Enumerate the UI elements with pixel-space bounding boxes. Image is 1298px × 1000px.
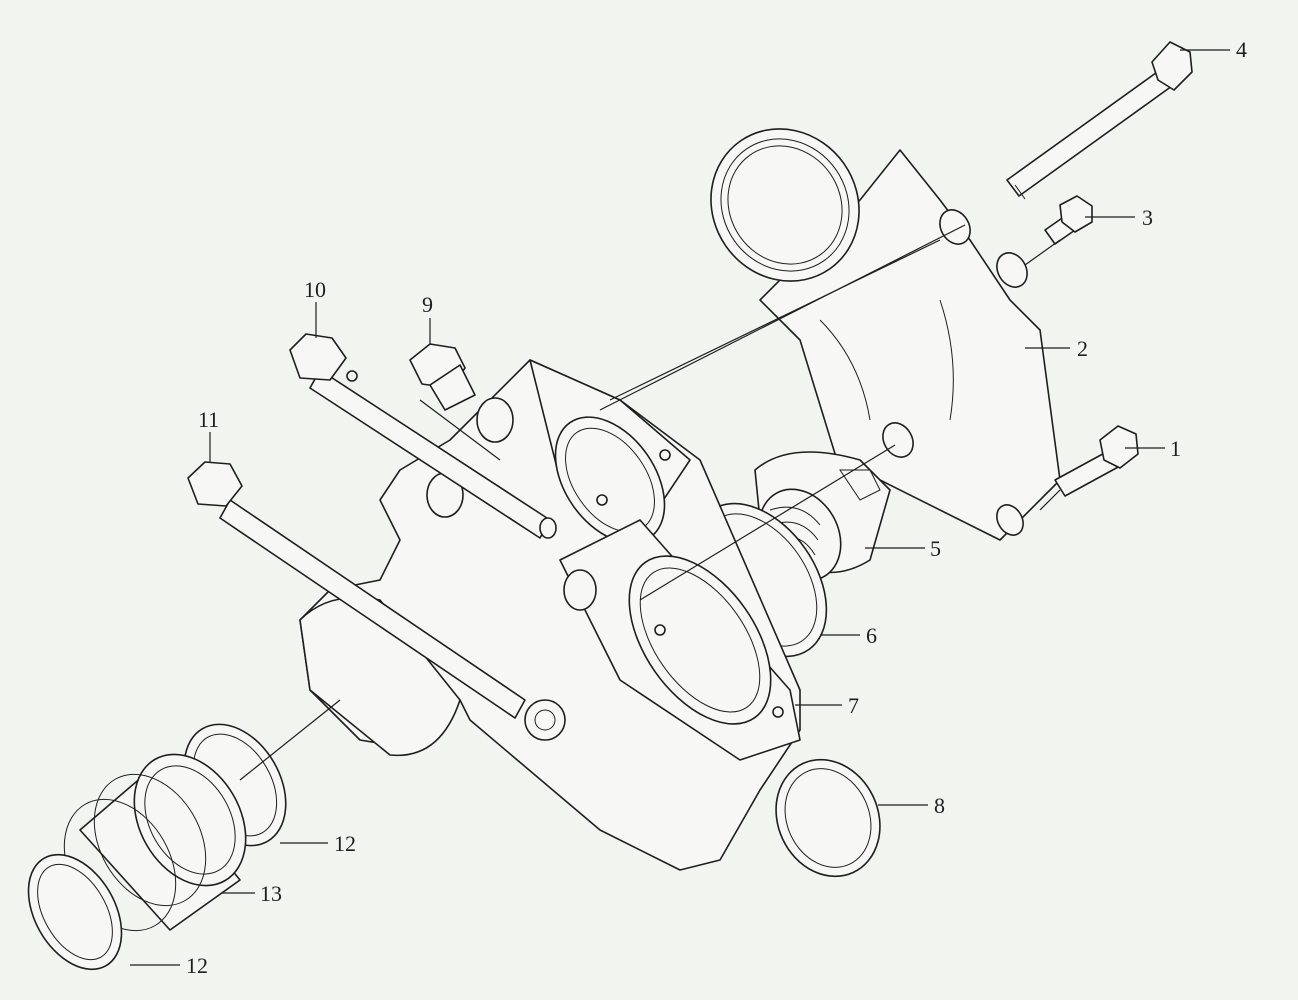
part-9-plug [409, 343, 476, 411]
part-2-housing-elbow [710, 128, 1061, 541]
callout-10: 10 [304, 277, 326, 302]
part-4-bolt [1006, 41, 1193, 200]
callout-13: 13 [260, 881, 282, 906]
callout-3: 3 [1142, 205, 1153, 230]
callout-4: 4 [1236, 37, 1247, 62]
part-8-oring [775, 758, 881, 878]
part-13-sleeve [63, 753, 247, 932]
assembly-lines [239, 224, 1061, 781]
callout-9: 9 [422, 292, 433, 317]
callout-2: 2 [1077, 336, 1088, 361]
part-10-bolt [289, 333, 557, 539]
callout-12-lower: 12 [186, 953, 208, 978]
callout-leaders [130, 49, 1230, 966]
callout-labels: 1 2 3 4 5 6 7 8 9 10 11 12 13 12 [186, 37, 1247, 978]
callout-8: 8 [934, 793, 945, 818]
callout-11: 11 [198, 407, 219, 432]
callout-5: 5 [930, 536, 941, 561]
callout-7: 7 [848, 693, 859, 718]
main-housing [299, 359, 801, 871]
part-12-oring-lower [27, 853, 123, 971]
callout-1: 1 [1170, 436, 1181, 461]
part-11-bolt [187, 461, 526, 719]
part-1-bolt [1054, 425, 1139, 497]
part-3-bolt [1044, 195, 1093, 245]
callout-12-upper: 12 [334, 831, 356, 856]
callout-6: 6 [866, 623, 877, 648]
